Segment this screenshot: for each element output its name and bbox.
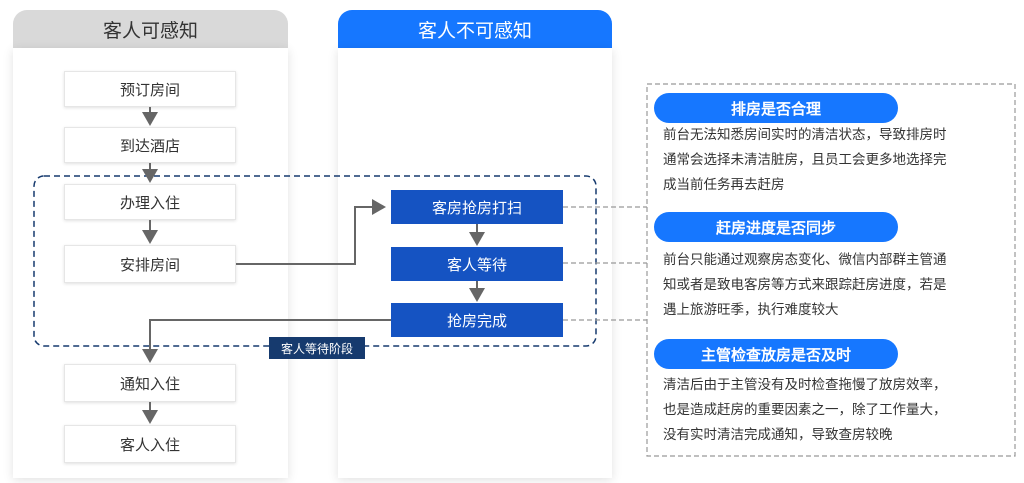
- step-rush-cleaning: 客房抢房打扫: [391, 190, 563, 224]
- issue-title-room-assignment: 排房是否合理: [654, 93, 898, 123]
- issue-desc-supervisor-check: 清洁后由于主管没有及时检查拖慢了放房效率， 也是造成赶房的重要因素之一，除了工作…: [663, 373, 1013, 448]
- step-guest-checkin: 客人入住: [64, 425, 236, 463]
- left-column-header: 客人可感知: [13, 10, 288, 48]
- issue-desc-line: 前台只能通过观察房态变化、微信内部群主管通: [663, 252, 947, 268]
- step-rush-complete: 抢房完成: [391, 303, 563, 337]
- issue-desc-room-assignment: 前台无法知悉房间实时的清洁状态，导致排房时 通常会选择未清洁脏房，且员工会更多地…: [663, 123, 1013, 198]
- issue-desc-line: 知或者是致电客房等方式来跟踪赶房进度，若是: [663, 277, 947, 293]
- middle-column-header: 客人不可感知: [338, 10, 612, 48]
- step-assign-room: 安排房间: [64, 245, 236, 283]
- issue-desc-line: 也是造成赶房的重要因素之一，除了工作量大，: [663, 402, 947, 418]
- issue-title-supervisor-check: 主管检查放房是否及时: [654, 339, 898, 369]
- step-arrive-hotel: 到达酒店: [64, 127, 236, 163]
- issue-desc-line: 清洁后由于主管没有及时检查拖慢了放房效率，: [663, 377, 947, 393]
- issue-desc-line: 通常会选择未清洁脏房，且员工会更多地选择完: [663, 152, 947, 168]
- step-notify-checkin: 通知入住: [64, 364, 236, 402]
- issue-desc-progress-sync: 前台只能通过观察房态变化、微信内部群主管通 知或者是致电客房等方式来跟踪赶房进度…: [663, 248, 1013, 323]
- issue-desc-line: 遇上旅游旺季，执行难度较大: [663, 302, 839, 318]
- step-book-room: 预订房间: [64, 71, 236, 107]
- step-check-in: 办理入住: [64, 184, 236, 220]
- step-guest-waiting: 客人等待: [391, 247, 563, 281]
- issue-desc-line: 前台无法知悉房间实时的清洁状态，导致排房时: [663, 127, 947, 143]
- issue-desc-line: 成当前任务再去赶房: [663, 177, 785, 193]
- waiting-stage-label: 客人等待阶段: [269, 337, 365, 359]
- issue-desc-line: 没有实时清洁完成通知，导致查房较晚: [663, 427, 893, 443]
- issue-title-progress-sync: 赶房进度是否同步: [654, 212, 898, 242]
